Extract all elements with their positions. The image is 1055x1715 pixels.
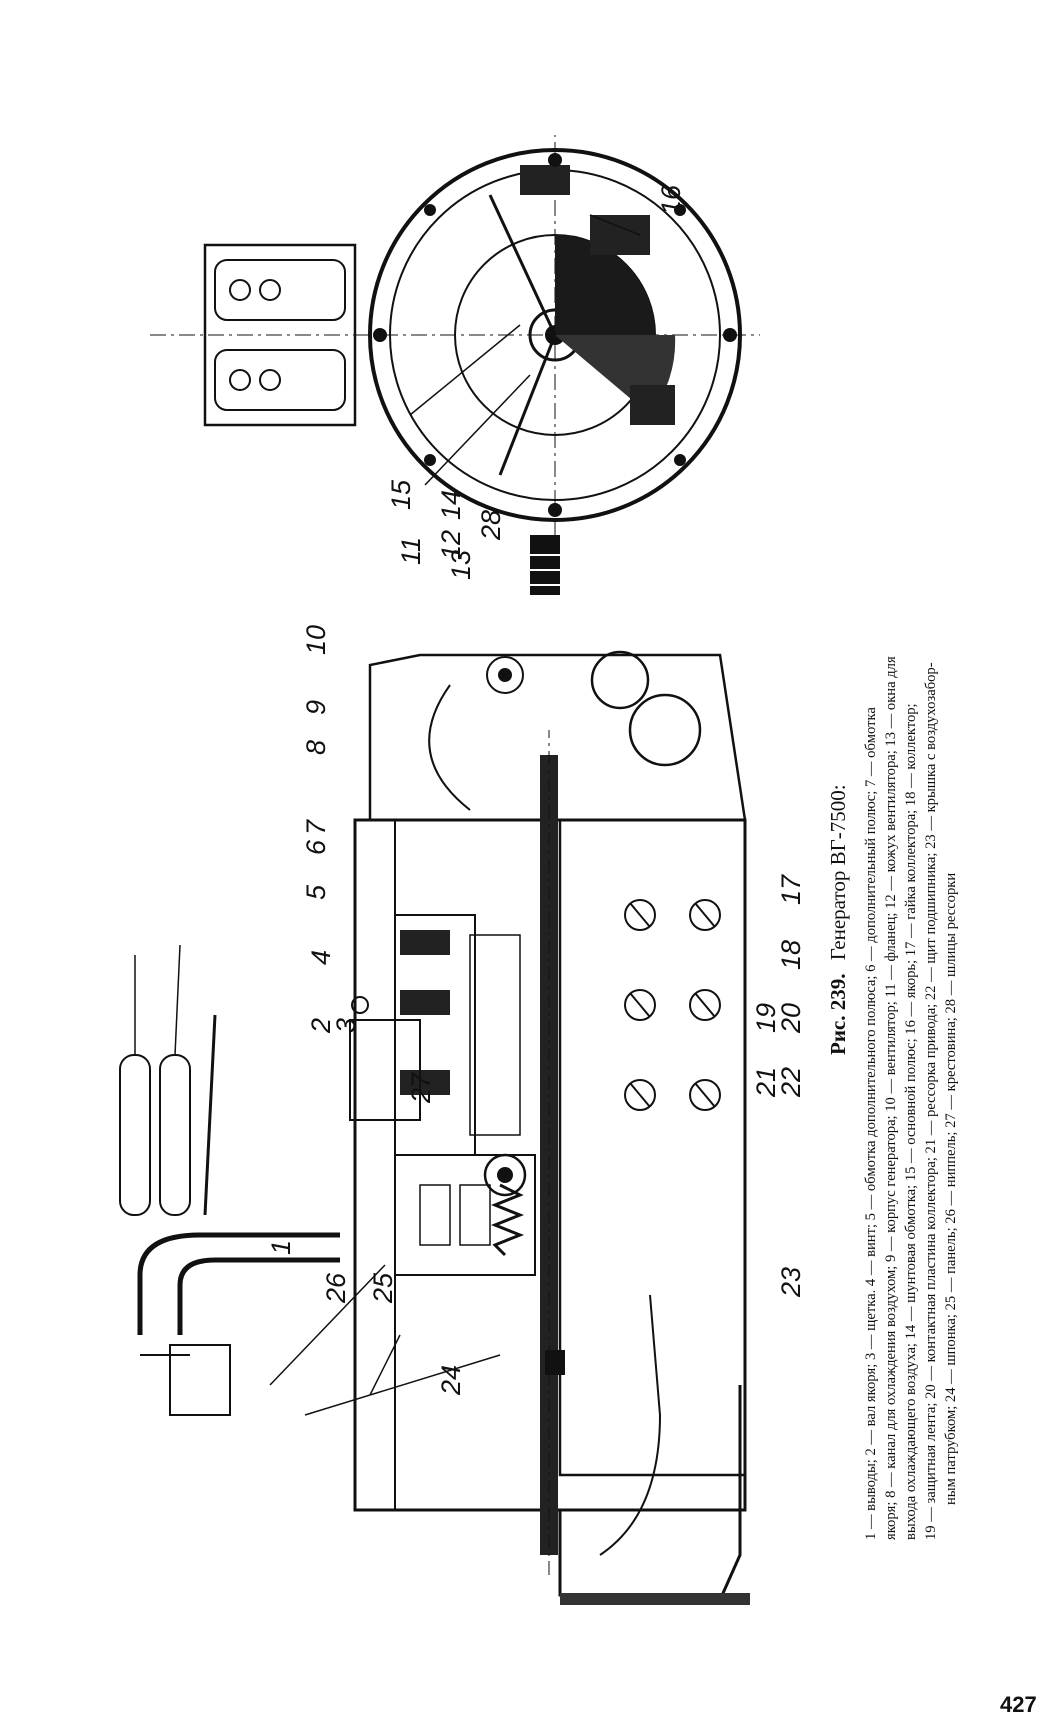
callout-14: 14 bbox=[436, 490, 466, 520]
callout-4: 4 bbox=[306, 950, 336, 965]
callout-24: 24 bbox=[436, 1365, 466, 1396]
svg-text:Рис. 239. Генератор ВГ: Рис. 239. Генератор ВГ-7500: bbox=[826, 784, 850, 1055]
figure-number: Рис. 239. bbox=[826, 974, 850, 1056]
callout-labels: 26 25 24 23 27 22 21 20 19 18 17 2 3 4 5… bbox=[266, 184, 806, 1396]
callout-16: 16 bbox=[656, 184, 686, 215]
callout-28: 28 bbox=[476, 510, 506, 541]
callout-21: 21 bbox=[751, 1067, 781, 1098]
callout-18: 18 bbox=[776, 940, 806, 970]
callout-1: 1 bbox=[266, 1240, 296, 1255]
callout-20: 20 bbox=[776, 1003, 806, 1034]
callout-22: 22 bbox=[776, 1067, 806, 1098]
callout-23: 23 bbox=[776, 1267, 806, 1298]
callout-27: 27 bbox=[406, 1072, 436, 1104]
figure-caption: Рис. 239. Генератор ВГ-7500: 1 — выводы;… bbox=[826, 656, 959, 1540]
callout-7: 7 bbox=[301, 819, 331, 835]
callout-2: 2 bbox=[306, 1018, 336, 1034]
caption-line-3: выхода охлаждающего воздуха; 14 — шунтов… bbox=[903, 703, 919, 1540]
caption-line-5: ным патрубком; 24 — шпонка; 25 — панель;… bbox=[943, 873, 959, 1505]
generator-end-view bbox=[150, 135, 760, 535]
callout-3: 3 bbox=[331, 1018, 361, 1033]
callout-17: 17 bbox=[776, 874, 806, 905]
callout-8: 8 bbox=[301, 740, 331, 755]
callout-12: 12 bbox=[436, 530, 466, 560]
caption-line-2: якоря; 8 — канал для охлаждения воздухом… bbox=[883, 656, 899, 1540]
generator-side-section bbox=[119, 535, 750, 1605]
figure-title: Генератор ВГ-7500: bbox=[826, 784, 850, 960]
callout-9: 9 bbox=[301, 700, 331, 715]
callout-26: 26 bbox=[321, 1272, 351, 1304]
callout-5: 5 bbox=[301, 884, 331, 900]
callout-10: 10 bbox=[301, 625, 331, 655]
callout-15: 15 bbox=[386, 479, 416, 510]
callout-25: 25 bbox=[368, 1272, 398, 1304]
callout-11: 11 bbox=[396, 537, 426, 565]
callout-6: 6 bbox=[301, 839, 331, 855]
callout-13: 13 bbox=[446, 550, 476, 580]
page-number: 427 bbox=[1000, 1692, 1037, 1715]
caption-line-1: 1 — выводы; 2 — вал якоря; 3 — щетка. 4 … bbox=[863, 707, 879, 1540]
caption-line-4: 19 — защитная лента; 20 — контактная пла… bbox=[923, 662, 939, 1540]
callout-19: 19 bbox=[751, 1003, 781, 1033]
